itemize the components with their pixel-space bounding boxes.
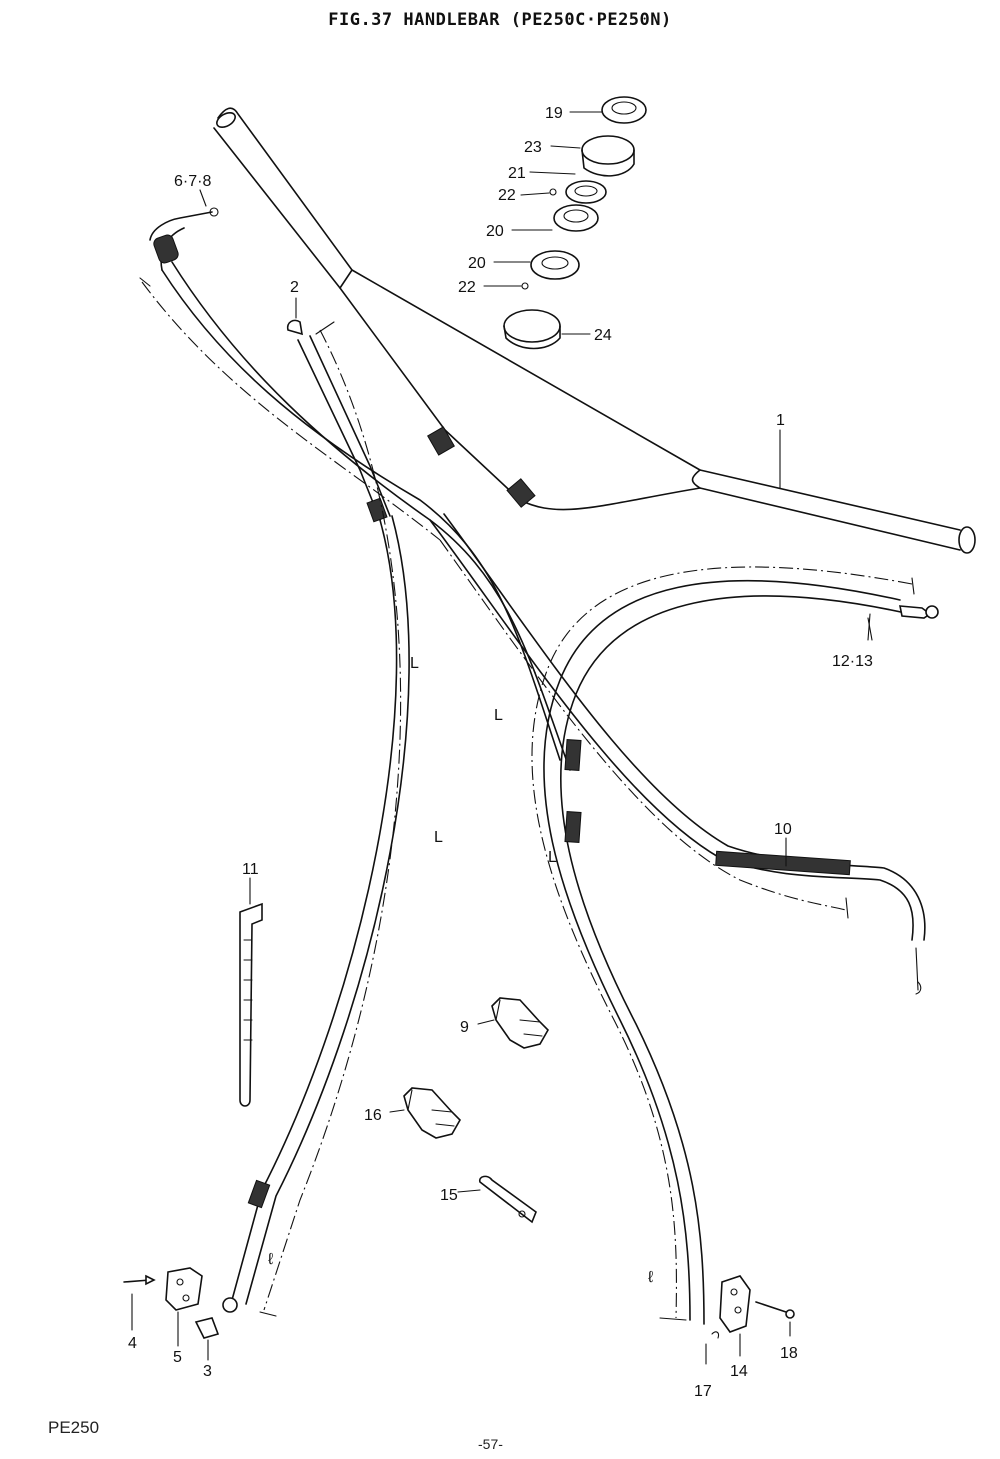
callout-24: 24: [594, 327, 612, 344]
part-11-strap: [239, 902, 263, 1107]
callout-10: 10: [774, 821, 792, 838]
callout-22b: 22: [458, 279, 476, 296]
part-15-clip: [478, 1175, 537, 1224]
meter-cable: [429, 513, 926, 995]
callout-14: 14: [730, 1363, 748, 1380]
callout-3: 3: [203, 1363, 212, 1380]
callout-23: 23: [524, 139, 542, 156]
callout-20a: 20: [486, 223, 504, 240]
callout-20b: 20: [468, 255, 486, 272]
brake-cable: [531, 566, 939, 1325]
callout-19: 19: [545, 105, 563, 122]
part-23-race: [581, 135, 635, 165]
callout-1: 1: [776, 412, 785, 429]
length-mark-2: L: [494, 707, 503, 724]
throttle-cable: [139, 207, 571, 771]
callout-11: 11: [242, 861, 259, 878]
callout-6-7-8: 6·7·8: [174, 173, 211, 190]
part-19-nut: [601, 96, 647, 124]
callout-9: 9: [460, 1019, 469, 1036]
part-9-clamp: [491, 997, 549, 1049]
callout-4: 4: [128, 1335, 137, 1352]
model-code: PE250: [48, 1418, 100, 1437]
callout-21: 21: [508, 165, 526, 182]
part-21-seal: [565, 180, 607, 204]
handlebar: [213, 107, 976, 554]
length-mark-3: L: [434, 829, 443, 846]
callout-5: 5: [173, 1349, 182, 1366]
callout-12-13: 12·13: [832, 653, 873, 670]
figure-title: FIG.37 HANDLEBAR (PE250C·PE250N): [328, 10, 672, 30]
callout-22a: 22: [498, 187, 516, 204]
length-mark-5: ℓ: [268, 1251, 273, 1268]
callout-2: 2: [290, 279, 299, 296]
part-20a-bearing: [553, 204, 599, 232]
leader-lines: [199, 189, 873, 1193]
length-mark-6: ℓ: [648, 1269, 653, 1286]
part-20b-bearing: [530, 250, 580, 280]
right-bracket-parts: [705, 1275, 795, 1365]
part-16-clamp: [403, 1087, 461, 1139]
callout-18: 18: [780, 1345, 798, 1362]
callout-16: 16: [364, 1107, 382, 1124]
left-bracket-parts: [123, 1267, 220, 1361]
callout-15: 15: [440, 1187, 458, 1204]
length-mark-4: L: [548, 849, 557, 866]
callout-17: 17: [694, 1383, 712, 1400]
clutch-cable: [222, 319, 410, 1317]
length-mark-1: L: [410, 655, 419, 672]
bearing-stack: [483, 96, 647, 350]
page-number: -57-: [478, 1436, 503, 1452]
part-24-race: [503, 309, 561, 343]
